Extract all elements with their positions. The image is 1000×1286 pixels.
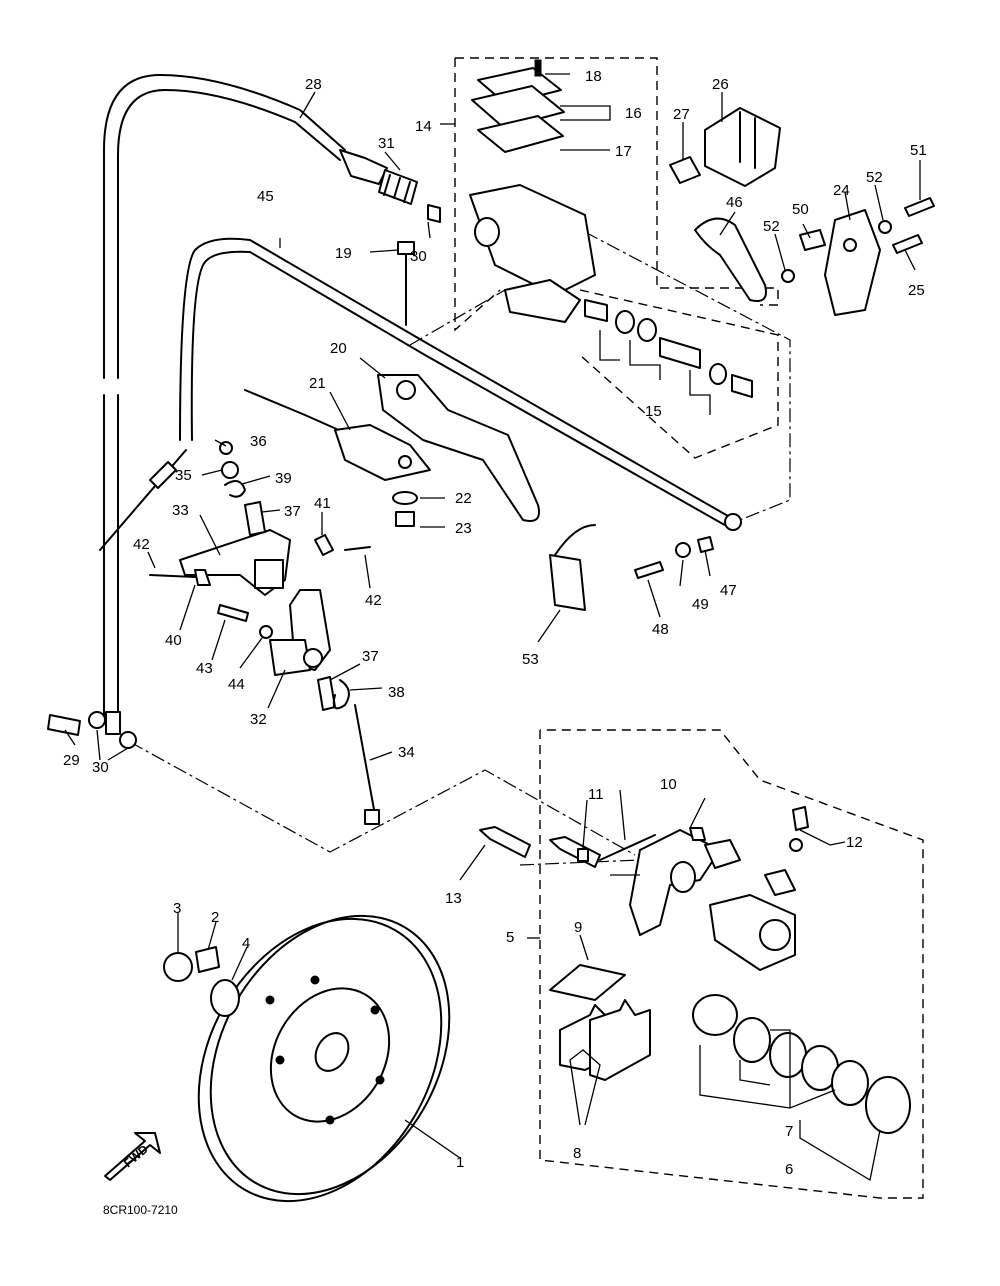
- callout-47: 47: [720, 582, 737, 599]
- callout-10: 10: [660, 776, 677, 793]
- callout-42-left: 42: [133, 536, 150, 553]
- callout-35: 35: [175, 467, 192, 484]
- callout-28: 28: [305, 76, 322, 93]
- callout-leaders: [64, 73, 921, 1182]
- brake-switch: [669, 107, 781, 187]
- callout-7: 7: [785, 1123, 793, 1140]
- callout-3: 3: [173, 900, 181, 917]
- callout-39: 39: [275, 470, 292, 487]
- callout-18: 18: [585, 68, 602, 85]
- callout-41: 41: [314, 495, 331, 512]
- brake-cable: [103, 74, 388, 735]
- brake-caliper: [479, 806, 809, 971]
- callout-25: 25: [908, 282, 925, 299]
- callout-8: 8: [573, 1145, 581, 1162]
- callout-11: 11: [588, 786, 604, 803]
- pedal-assembly: [149, 441, 380, 825]
- callout-26: 26: [712, 76, 729, 93]
- callout-13: 13: [445, 890, 462, 907]
- brake-lever: [377, 241, 540, 522]
- callout-22: 22: [455, 490, 472, 507]
- callout-53: 53: [522, 651, 539, 668]
- piston-kit-outline: [579, 289, 779, 459]
- callout-51: 51: [910, 142, 927, 159]
- callout-48: 48: [652, 621, 669, 638]
- callout-12: 12: [846, 834, 863, 851]
- callout-24: 24: [833, 182, 850, 199]
- callout-37-lower: 37: [362, 648, 379, 665]
- callout-6: 6: [785, 1161, 793, 1178]
- master-cylinder: [469, 59, 596, 323]
- callout-45: 45: [257, 188, 274, 205]
- callout-33: 33: [172, 502, 189, 519]
- callout-30-upper: 30: [410, 248, 427, 265]
- callout-46: 46: [726, 194, 743, 211]
- callout-20: 20: [330, 340, 347, 357]
- callout-2: 2: [211, 909, 219, 926]
- master-piston-kit: [584, 299, 753, 415]
- callout-34: 34: [398, 744, 415, 761]
- callout-15: 15: [645, 403, 662, 420]
- banjo-bolt: [47, 204, 441, 749]
- callout-49: 49: [692, 596, 709, 613]
- callout-52-lower: 52: [763, 218, 780, 235]
- callout-44: 44: [228, 676, 245, 693]
- callout-4: 4: [242, 935, 250, 952]
- callout-21: 21: [309, 375, 326, 392]
- brake-disc: [163, 914, 451, 1203]
- callout-37-upper: 37: [284, 503, 301, 520]
- callout-27: 27: [673, 106, 690, 123]
- callout-30-lower: 30: [92, 759, 109, 776]
- drawing-code: 8CR100-7210: [103, 1203, 178, 1217]
- brake-pads: [549, 964, 651, 1081]
- callout-numbers: 1 2 3 4 5 6 7 8 9 10 11 12 13 14 15 16 1…: [63, 68, 927, 1178]
- callout-23: 23: [455, 520, 472, 537]
- callout-32: 32: [250, 711, 267, 728]
- master-cylinder-group-outline: [454, 57, 779, 332]
- callout-5: 5: [506, 929, 514, 946]
- lever-holder: [244, 389, 431, 527]
- caliper-group-outline: [539, 729, 924, 1199]
- callout-50: 50: [792, 201, 809, 218]
- callout-19: 19: [335, 245, 352, 262]
- callout-52-upper: 52: [866, 169, 883, 186]
- callout-36: 36: [250, 433, 267, 450]
- fwd-arrow: FWD: [104, 1132, 161, 1181]
- parking-cable: [99, 237, 742, 551]
- callout-31: 31: [378, 135, 395, 152]
- callout-42-right: 42: [365, 592, 382, 609]
- callout-29: 29: [63, 752, 80, 769]
- bracket-bolts: [634, 536, 714, 579]
- callout-1: 1: [456, 1154, 464, 1171]
- callout-38: 38: [388, 684, 405, 701]
- cable-adjuster: [378, 169, 418, 205]
- callout-16: 16: [625, 105, 642, 122]
- caliper-pistons: [692, 994, 911, 1134]
- callout-9: 9: [574, 919, 582, 936]
- protector-plate: [549, 524, 596, 611]
- parking-lever: [694, 197, 935, 316]
- callout-43: 43: [196, 660, 213, 677]
- assembly-lines: [129, 231, 791, 866]
- callout-40: 40: [165, 632, 182, 649]
- callout-17: 17: [615, 143, 632, 160]
- callout-14: 14: [415, 118, 432, 135]
